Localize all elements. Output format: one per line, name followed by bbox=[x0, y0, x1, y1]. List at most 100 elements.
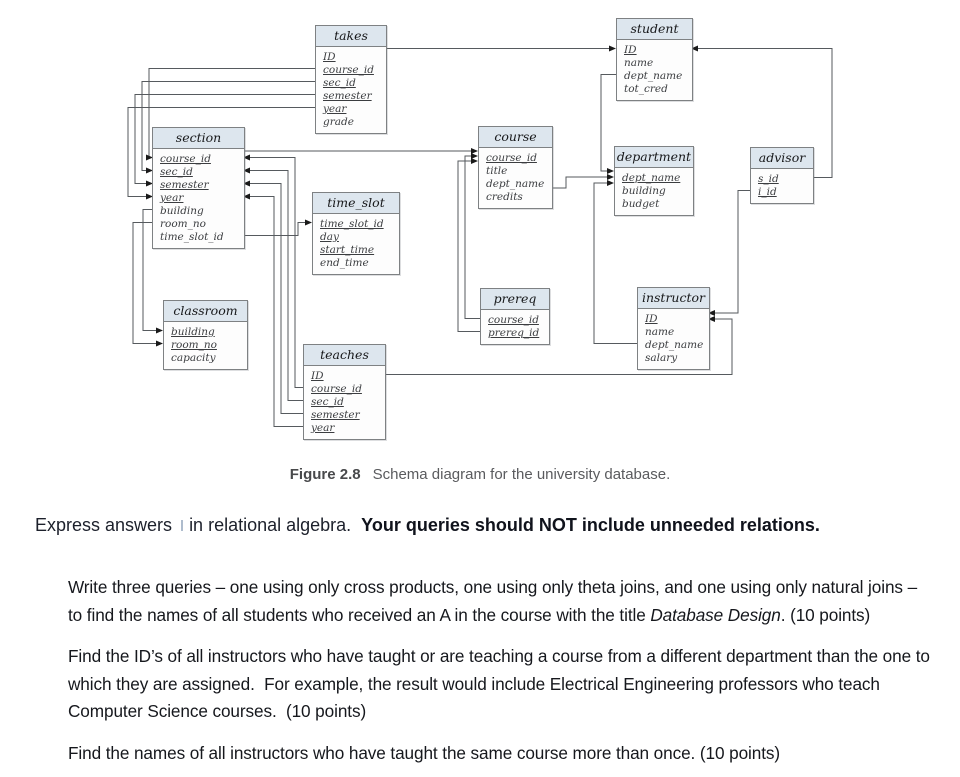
question-paragraph-2: Find the ID’s of all instructors who hav… bbox=[68, 643, 930, 726]
attribute-time_slot_id: time_slot_id bbox=[160, 231, 224, 243]
attribute-year: year bbox=[160, 192, 184, 204]
attribute-year: year bbox=[323, 103, 347, 115]
text: Express answers bbox=[35, 515, 173, 535]
attribute-sec_id: sec_id bbox=[311, 396, 344, 408]
bold-text: Your queries should NOT include unneeded… bbox=[361, 515, 820, 535]
table-title-student: student bbox=[617, 19, 692, 40]
table-title-classroom: classroom bbox=[164, 301, 247, 322]
attribute-budget: budget bbox=[622, 198, 660, 210]
relation-prereq.prereq_id-to-course.course_id bbox=[457, 158, 480, 332]
relation-instructor.dept_name-to-department.dept_name bbox=[593, 180, 637, 344]
question-paragraphs: Write three queries – one using only cro… bbox=[68, 574, 930, 768]
attribute-dept_name: dept_name bbox=[486, 178, 545, 190]
table-title-department: department bbox=[615, 147, 693, 168]
figure-caption-label: Figure 2.8 bbox=[289, 466, 361, 483]
table-title-prereq: prereq bbox=[481, 289, 549, 310]
attribute-semester: semester bbox=[323, 90, 372, 102]
relation-teaches.semester-to-section.semester bbox=[243, 180, 303, 414]
attribute-dept_name: dept_name bbox=[645, 339, 704, 351]
attribute-tot_cred: tot_cred bbox=[624, 83, 668, 95]
table-title-instructor: instructor bbox=[638, 288, 709, 309]
relation-prereq.course_id-to-course.course_id bbox=[464, 153, 480, 319]
attribute-day: day bbox=[320, 231, 339, 243]
relation-section.room_no-to-classroom.room_no bbox=[132, 222, 163, 347]
attribute-building: building bbox=[171, 326, 215, 338]
attribute-name: name bbox=[645, 326, 675, 338]
table-title-time_slot: time_slot bbox=[313, 193, 399, 214]
attribute-end_time: end_time bbox=[320, 257, 369, 269]
figure-caption-text: Schema diagram for the university databa… bbox=[372, 466, 671, 483]
attribute-course_id: course_id bbox=[488, 314, 539, 326]
attribute-salary: salary bbox=[645, 352, 678, 364]
attribute-s_id: s_id bbox=[758, 173, 779, 185]
attribute-semester: semester bbox=[311, 409, 360, 421]
relation-teaches.course_id-to-section.course_id bbox=[243, 154, 303, 388]
attribute-semester: semester bbox=[160, 179, 209, 191]
attribute-credits: credits bbox=[486, 191, 523, 203]
text: Find the names of all instructors who ha… bbox=[68, 742, 781, 763]
text: in relational algebra. bbox=[189, 515, 362, 535]
attribute-course_id: course_id bbox=[311, 383, 362, 395]
attribute-dept_name: dept_name bbox=[622, 172, 681, 184]
table-title-teaches: teaches bbox=[304, 345, 385, 366]
relation-advisor.s_id-to-student.ID bbox=[691, 45, 833, 178]
attribute-i_id: i_id bbox=[758, 186, 777, 198]
attribute-grade: grade bbox=[323, 116, 354, 128]
relation-teaches.year-to-section.year bbox=[243, 193, 303, 427]
relation-takes.semester-to-section.semester bbox=[134, 94, 315, 187]
relation-student.dept_name-to-department.dept_name bbox=[600, 74, 616, 174]
relation-takes.course_id-to-section.course_id bbox=[146, 68, 315, 161]
table-title-advisor: advisor bbox=[751, 148, 813, 169]
stray-tick-mark bbox=[181, 520, 184, 531]
figure-caption: Figure 2.8 Schema diagram for the univers… bbox=[0, 466, 960, 483]
attribute-room_no: room_no bbox=[160, 218, 206, 230]
attribute-capacity: capacity bbox=[171, 352, 216, 364]
question-paragraph-1: Write three queries – one using only cro… bbox=[68, 574, 930, 629]
relationship-wires bbox=[127, 45, 833, 427]
relation-teaches.ID-to-instructor.ID bbox=[384, 316, 733, 375]
relation-takes.year-to-section.year bbox=[127, 107, 315, 200]
attribute-sec_id: sec_id bbox=[323, 77, 356, 89]
relation-advisor.i_id-to-instructor.ID bbox=[708, 190, 750, 316]
relation-teaches.sec_id-to-section.sec_id bbox=[243, 167, 303, 401]
attribute-start_time: start_time bbox=[320, 244, 375, 256]
relation-takes.sec_id-to-section.sec_id bbox=[141, 81, 315, 174]
attribute-ID: ID bbox=[323, 51, 336, 63]
attribute-title: title bbox=[486, 165, 508, 177]
attribute-course_id: course_id bbox=[160, 153, 211, 165]
table-title-takes: takes bbox=[316, 26, 386, 47]
attribute-course_id: course_id bbox=[486, 152, 537, 164]
text: Find the ID’s of all instructors who hav… bbox=[68, 646, 935, 722]
attribute-ID: ID bbox=[624, 44, 637, 56]
text: Write three queries – one using only cro… bbox=[68, 577, 922, 625]
question-paragraph-3: Find the names of all instructors who ha… bbox=[68, 740, 930, 768]
attribute-room_no: room_no bbox=[171, 339, 217, 351]
attribute-ID: ID bbox=[645, 313, 658, 325]
attribute-building: building bbox=[160, 205, 204, 217]
text: . (10 points) bbox=[780, 604, 871, 625]
attribute-name: name bbox=[624, 57, 654, 69]
relation-section.building-to-classroom.building bbox=[142, 209, 163, 334]
attribute-dept_name: dept_name bbox=[624, 70, 683, 82]
attribute-course_id: course_id bbox=[323, 64, 374, 76]
attribute-ID: ID bbox=[311, 370, 324, 382]
relation-course.dept_name-to-department.dept_name bbox=[551, 174, 614, 189]
attribute-building: building bbox=[622, 185, 666, 197]
